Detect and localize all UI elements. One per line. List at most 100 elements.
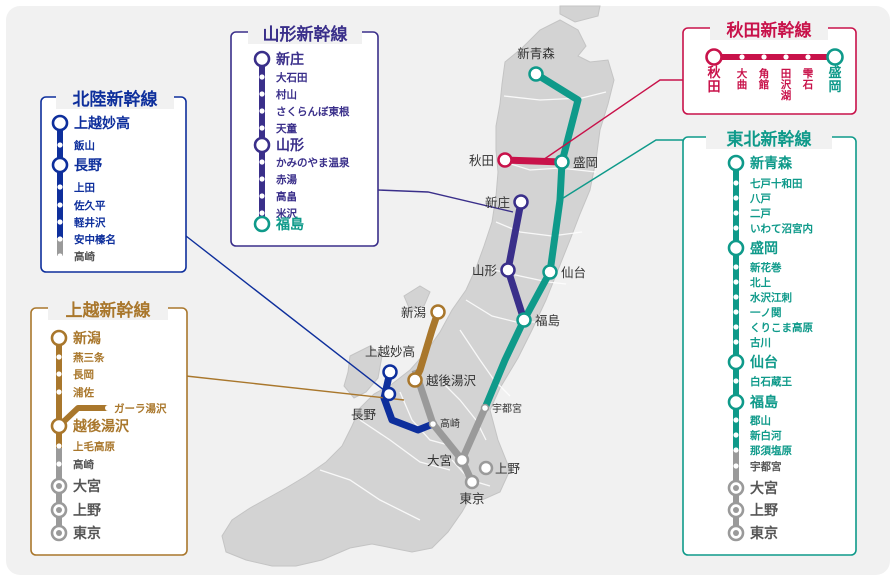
map-station-niigata[interactable] [430,304,446,320]
legend-joetsu-station-label: 上野 [73,503,101,519]
legend-tohoku-station-marker [733,195,739,201]
legend-tohoku-station-label: 郡山 [749,414,771,427]
legend-tohoku-station-marker [733,279,739,285]
legend-joetsu-station-marker-inner [56,483,62,489]
map-station-echigoyuzawa[interactable] [407,372,423,388]
legend-tohoku-station-label: 八戸 [749,193,771,205]
map-station-omiya[interactable] [454,452,470,468]
legend-joetsu-station-label: 大宮 [73,478,101,495]
map-station-morioka[interactable] [554,154,570,170]
legend-joetsu-station-marker [56,389,62,395]
map-station-ueno[interactable] [478,460,494,476]
legend-joetsu-station-label: 東京 [73,525,101,542]
legend-akita-station-label: 盛岡 [828,65,841,95]
map-label-ueno: 上野 [495,461,521,476]
legend-joetsu-station-marker [56,371,62,377]
legend-joetsu-station-marker [56,354,62,360]
map-station-shinjo[interactable] [513,194,529,210]
legend-tohoku-station-label: いわて沼宮内 [750,222,813,235]
legend-joetsu-station-marker [56,461,62,467]
legend-akita-station-marker [783,54,789,60]
legend-joetsu-station-label: 越後湯沢 [72,418,130,435]
legend-tohoku-station-label: 新花巻 [750,261,782,274]
legend-joetsu-station-label: 新潟 [73,330,101,347]
map-label-shinjo: 新庄 [485,195,510,210]
legend-tohoku-station-marker [733,225,739,231]
map-station-shin-aomori[interactable] [528,66,544,82]
legend-yamagata-station-marker [259,74,265,80]
legend-tohoku-station-marker [733,432,739,438]
legend-yamagata-station-marker [259,159,265,165]
map-station-takasaki[interactable] [428,419,438,429]
legend-tohoku-station-marker [733,378,739,384]
map-station-joetsumyoko[interactable] [382,364,398,380]
legend-akita-station-label: 田沢湖 [781,68,792,102]
tohoku-shinkansen-line [481,71,582,410]
legend-tohoku-station-marker [733,294,739,300]
map-station-nagano[interactable] [381,386,397,402]
map-label-shin-aomori: 新青森 [517,46,555,61]
legend-akita-station-marker [826,48,844,66]
map-label-niigata: 新潟 [401,305,426,320]
legend-hokuriku-station-label: 高崎 [74,250,95,263]
legend-akita-station-marker [805,54,811,60]
legend-tohoku-station-marker-inner [733,507,739,513]
legend-yamagata-station-marker [259,125,265,131]
legend-tohoku-station-marker [733,339,739,345]
legend-yamagata-station-marker [253,215,271,233]
map-station-fukushima[interactable] [516,312,532,328]
legend-hokuriku-station-marker [57,142,63,148]
legend-tohoku-station-label: 上野 [750,503,778,519]
map-station-akita[interactable] [497,152,513,168]
legend-tohoku-station-marker [727,353,745,371]
map-label-joetsumyoko: 上越妙高 [365,344,415,359]
map-labels: 新青森 秋田 盛岡 新庄 山形 仙台 福島 新潟 上越妙高 越後湯沢 長野 高崎… [351,46,598,506]
map-station-yamagata[interactable] [500,262,516,278]
legend-hokuriku-station-marker [57,253,63,259]
map-label-sendai: 仙台 [561,265,586,280]
legend-hokuriku-station-marker [57,184,63,190]
legend-hokuriku-station-label: 佐久平 [73,199,106,212]
legend-yamagata-station-label: さくらんぼ東根 [276,105,350,118]
legend-hokuriku-station-marker [51,114,69,132]
legend-tohoku-station-marker [733,309,739,315]
legend-tohoku-station-label: 東京 [750,525,778,542]
akita-shinkansen-line [504,156,563,166]
legend-yamagata-station-label: かみのやま温泉 [276,156,350,169]
legend-tohoku-station-label: くりこま高原 [750,321,813,334]
legend-yamagata-station-label: 天童 [276,122,297,135]
map-station-utsunomiya[interactable] [480,403,490,413]
legend-tohoku-station-label: 水沢江刺 [749,291,792,304]
legend-hokuriku-station-marker [57,236,63,242]
background-panel [6,6,890,575]
legend-tohoku-station-label: 盛岡 [750,240,778,257]
map-station-tokyo[interactable] [464,474,480,490]
legend-tohoku-station-label: 大宮 [750,480,778,497]
legend-joetsu-station-marker [50,329,68,347]
legend-akita-station-label: 秋田 [707,65,721,95]
legend-akita-station-marker [761,54,767,60]
legend-tohoku-station-label: 七戸十和田 [750,177,803,190]
legend-tohoku-station-marker [727,239,745,257]
legend-yamagata-station-label: 大石田 [276,71,308,84]
map-station-sendai[interactable] [542,264,558,280]
map-label-tokyo: 東京 [459,491,484,506]
legend-yamagata-station-marker [259,193,265,199]
legend-yamagata-station-label: 赤湯 [276,173,297,186]
legend-joetsu-station-marker [50,417,68,435]
legend-hokuriku-station-marker [51,156,69,174]
legend-yamagata-station-marker [259,210,265,216]
takasaki-omiya-line [430,421,465,463]
legend-tohoku-station-marker [733,180,739,186]
map-label-nagano: 長野 [351,407,377,422]
legend-hokuriku-title: 北陸新幹線 [73,89,158,110]
joetsu-leader-line [185,375,405,401]
legend-yamagata-station-label: 高畠 [276,190,297,203]
legend-joetsu-branch-gala-yuzawa: ガーラ湯沢 [114,402,167,415]
legend-joetsu-station-label: 燕三条 [73,351,105,364]
